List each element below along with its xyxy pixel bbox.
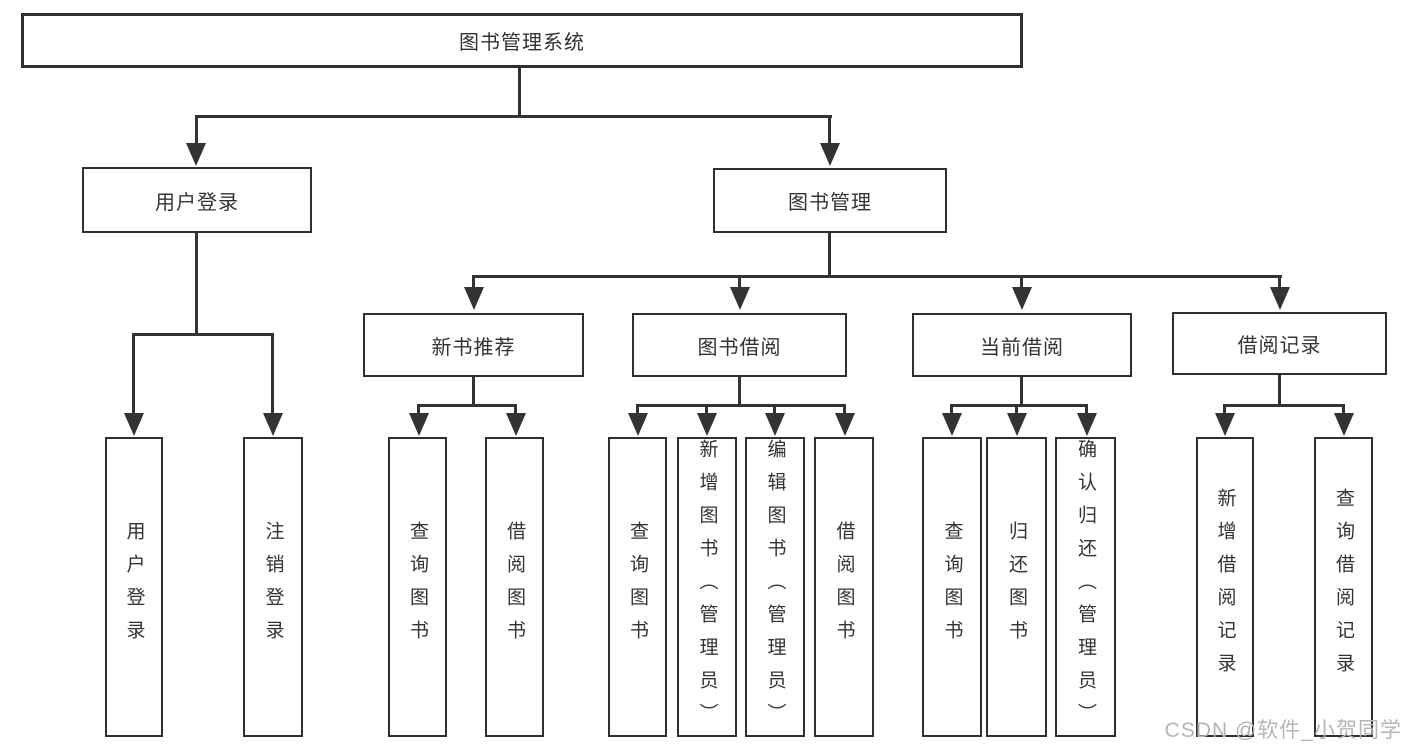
arrowhead-down-icon (730, 287, 750, 310)
leaf-edit-books-admin: 编辑图书（管理员） (745, 437, 805, 737)
node-label: 新增借阅记录 (1214, 488, 1236, 686)
connector-line (828, 115, 831, 145)
arrowhead-down-icon (506, 413, 526, 436)
connector-line (271, 333, 274, 415)
node-label: 查询图书 (407, 521, 428, 653)
node-label: 借阅记录 (1237, 335, 1322, 357)
node-borrow-records: 借阅记录 (1172, 312, 1387, 375)
leaf-user-login: 用户登录 (105, 437, 163, 737)
node-label: 归还图书 (1006, 521, 1027, 653)
arrowhead-down-icon (835, 413, 855, 436)
arrowhead-down-icon (1012, 287, 1032, 310)
connector-line (417, 404, 517, 407)
connector-line (636, 404, 846, 407)
connector-line (1020, 377, 1023, 407)
connector-line (417, 404, 420, 416)
connector-line (1223, 404, 1226, 416)
node-label: 注销登录 (262, 521, 284, 653)
arrowhead-down-icon (1007, 413, 1027, 436)
node-label: 图书借阅 (697, 336, 782, 359)
arrowhead-down-icon (263, 413, 283, 436)
node-book-management: 图书管理 (713, 168, 947, 233)
arrowhead-down-icon (1215, 413, 1235, 436)
node-label: 查询借阅记录 (1333, 488, 1354, 686)
leaf-query-books-current: 查询图书 (922, 437, 982, 737)
node-label: 用户登录 (155, 191, 239, 214)
connector-line (1278, 275, 1281, 289)
node-label: 新增图书（管理员） (696, 439, 718, 736)
arrowhead-down-icon (409, 413, 429, 436)
node-label: 新书推荐 (431, 336, 516, 359)
arrowhead-down-icon (1270, 287, 1290, 310)
connector-line (1020, 275, 1023, 289)
node-label: 当前借阅 (980, 336, 1064, 359)
node-label: 图书管理系统 (459, 32, 585, 54)
connector-line (773, 404, 776, 416)
connector-line (472, 275, 475, 289)
connector-line (843, 404, 846, 416)
connector-line (132, 333, 274, 336)
node-label: 用户登录 (123, 521, 145, 653)
connector-line (195, 115, 198, 145)
connector-line (738, 275, 741, 289)
connector-line (1278, 375, 1281, 407)
connector-line (636, 404, 639, 416)
arrowhead-down-icon (820, 143, 840, 166)
connector-line (518, 68, 521, 116)
node-label: 确认归还（管理员） (1075, 439, 1096, 736)
node-label: 图书管理 (788, 192, 872, 214)
arrowhead-down-icon (1077, 413, 1097, 436)
arrowhead-down-icon (628, 413, 648, 436)
node-library-management-system: 图书管理系统 (21, 13, 1023, 68)
connector-line (195, 115, 832, 118)
leaf-logout: 注销登录 (243, 437, 303, 737)
arrowhead-down-icon (942, 413, 962, 436)
connector-line (705, 404, 708, 416)
node-label: 编辑图书（管理员） (764, 439, 786, 736)
leaf-return-books: 归还图书 (986, 437, 1047, 737)
connector-line (1223, 404, 1345, 407)
arrowhead-down-icon (124, 413, 144, 436)
arrowhead-down-icon (765, 413, 785, 436)
node-label: 借阅图书 (504, 521, 525, 653)
connector-line (738, 377, 741, 407)
csdn-watermark: CSDN @软件_小贺同学 (1164, 719, 1402, 742)
arrowhead-down-icon (697, 413, 717, 436)
arrowhead-down-icon (464, 287, 484, 310)
connector-line (828, 233, 831, 278)
node-current-borrow: 当前借阅 (912, 313, 1132, 377)
node-label: 查询图书 (627, 521, 648, 653)
node-book-borrow: 图书借阅 (632, 313, 847, 377)
leaf-borrow-books: 借阅图书 (814, 437, 874, 737)
connector-line (1085, 404, 1088, 416)
connector-line (132, 333, 135, 415)
arrowhead-down-icon (186, 143, 206, 166)
node-new-book-recommend: 新书推荐 (363, 313, 584, 377)
leaf-confirm-return-admin: 确认归还（管理员） (1055, 437, 1116, 737)
leaf-add-books-admin: 新增图书（管理员） (677, 437, 737, 737)
connector-line (950, 404, 1088, 407)
connector-line (1015, 404, 1018, 416)
arrowhead-down-icon (1334, 413, 1354, 436)
connector-line (1342, 404, 1345, 416)
leaf-add-borrow-record: 新增借阅记录 (1196, 437, 1254, 737)
node-label: 查询图书 (941, 521, 963, 653)
connector-line (514, 404, 517, 416)
connector-line (472, 377, 475, 407)
leaf-query-books-borrow: 查询图书 (608, 437, 667, 737)
node-label: 借阅图书 (833, 521, 855, 653)
connector-line (950, 404, 953, 416)
leaf-query-books-recommend: 查询图书 (388, 437, 447, 737)
node-user-login: 用户登录 (82, 167, 312, 233)
leaf-borrow-books-recommend: 借阅图书 (485, 437, 544, 737)
connector-line (195, 233, 198, 335)
connector-line (472, 275, 1282, 278)
leaf-query-borrow-record: 查询借阅记录 (1314, 437, 1373, 737)
